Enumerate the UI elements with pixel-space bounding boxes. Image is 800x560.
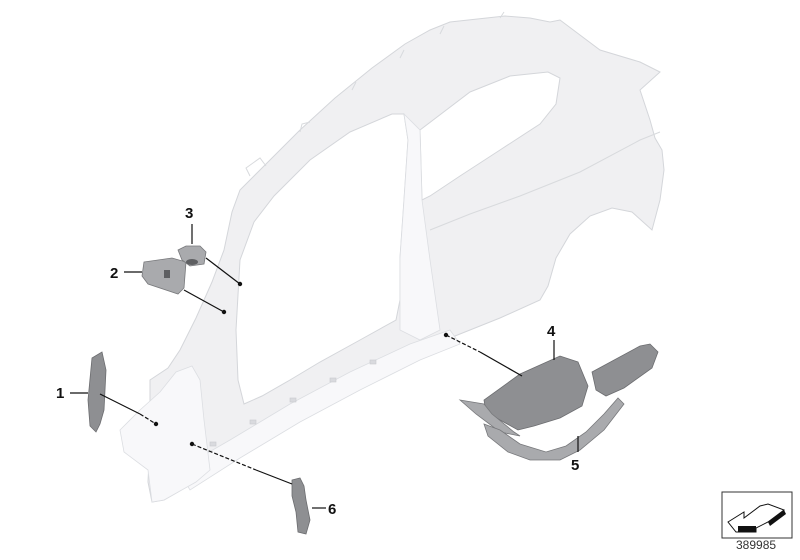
part-1-lower-a-pillar-insert[interactable]: 1 [56, 351, 159, 433]
roof-rail-tabs [245, 11, 505, 177]
part-5-rear-rocker-insert[interactable]: 5 [483, 343, 659, 474]
sill-holes [209, 359, 377, 447]
rocker-sill [177, 329, 461, 491]
callout-3[interactable]: 3 [185, 205, 193, 222]
part-4-front-rocker-insert[interactable]: 4 [443, 323, 589, 437]
callout-4[interactable]: 4 [547, 323, 556, 340]
b-pillar [399, 112, 441, 341]
part-3-clip-insert[interactable]: 3 [177, 205, 243, 287]
rear-side-window-opening [419, 71, 561, 201]
quarter-crease [429, 131, 661, 231]
callout-6[interactable]: 6 [328, 501, 336, 518]
diagram-reference-number: 389985 [736, 538, 777, 552]
a-pillar-lower [119, 365, 211, 503]
callout-1[interactable]: 1 [56, 385, 64, 402]
part-6-a-pillar-bracket[interactable]: 6 [189, 441, 337, 535]
arrow-down-left-icon [721, 491, 793, 539]
callout-5[interactable]: 5 [571, 457, 579, 474]
callout-2[interactable]: 2 [110, 265, 118, 282]
part-2-a-pillar-cap[interactable]: 2 [110, 257, 227, 315]
side-frame-panel [119, 11, 665, 503]
